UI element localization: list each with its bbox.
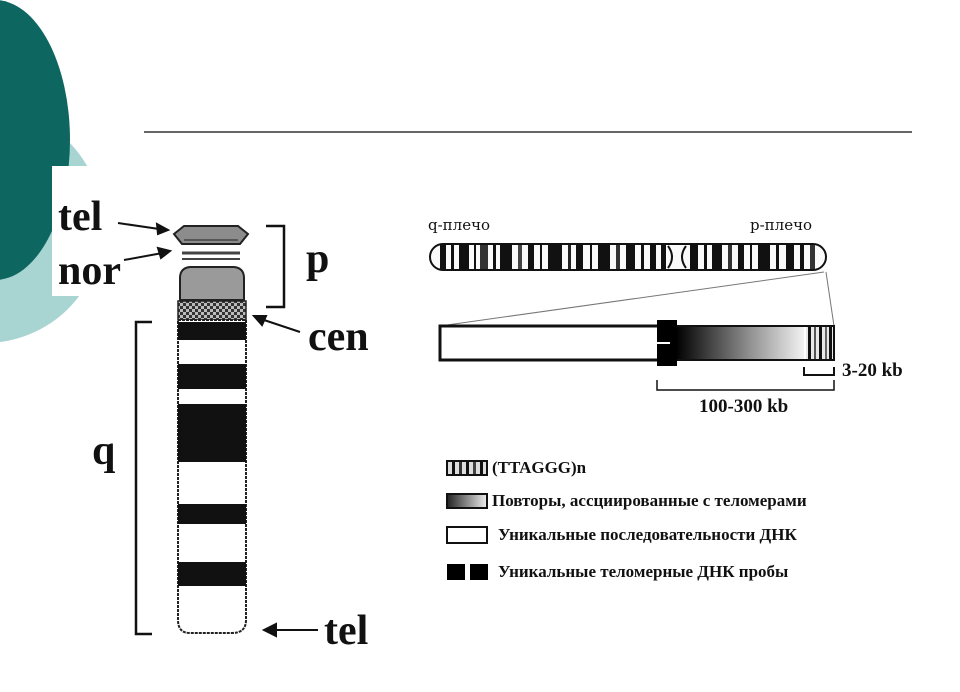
chromosome-bar [429,243,827,271]
q-arm-map-label: q-плечо [428,216,491,234]
q-band [178,562,246,586]
telomere-probe-swatch [447,564,488,580]
cen-label: cen [308,314,369,360]
ttaggg-repeat-swatch [446,460,488,476]
q-arm-label: q [92,428,116,474]
telomere-associated-repeats [676,327,804,359]
legend-item-label: Повторы, ассциированные с теломерами [492,491,807,510]
ttaggg-repeats [806,327,833,359]
q-band [178,364,246,389]
p-arm-body [179,266,245,301]
large-scale-bracket [656,380,835,391]
large-size-label: 100-300 kb [699,396,789,417]
p-bracket [266,224,286,309]
legend-swatches [446,460,488,580]
nor-label: nor [58,248,121,294]
q-band [178,322,246,340]
small-scale-bracket [803,367,835,376]
unique-sequence-swatch [446,526,488,544]
legend-item-label: Уникальные последовательности ДНК [498,525,797,544]
q-band [178,404,246,462]
q-arm-body [177,319,247,634]
q-bracket [134,320,152,636]
p-arm-label: p [306,236,330,282]
tel-top-label: tel [58,194,103,240]
tel-bottom-label: tel [324,608,369,654]
unique-sequence-region [438,324,662,362]
zoom-line [825,271,835,327]
legend-item-label: Уникальные теломерные ДНК пробы [498,562,789,581]
legend-item-label: (TTAGGG)n [492,458,587,477]
zoom-line [439,271,825,327]
telomere-associated-repeats-swatch [446,493,488,509]
small-size-label: 3-20 kb [842,360,903,381]
p-arm-map-label: p-плечо [750,216,813,234]
q-band [178,504,246,524]
